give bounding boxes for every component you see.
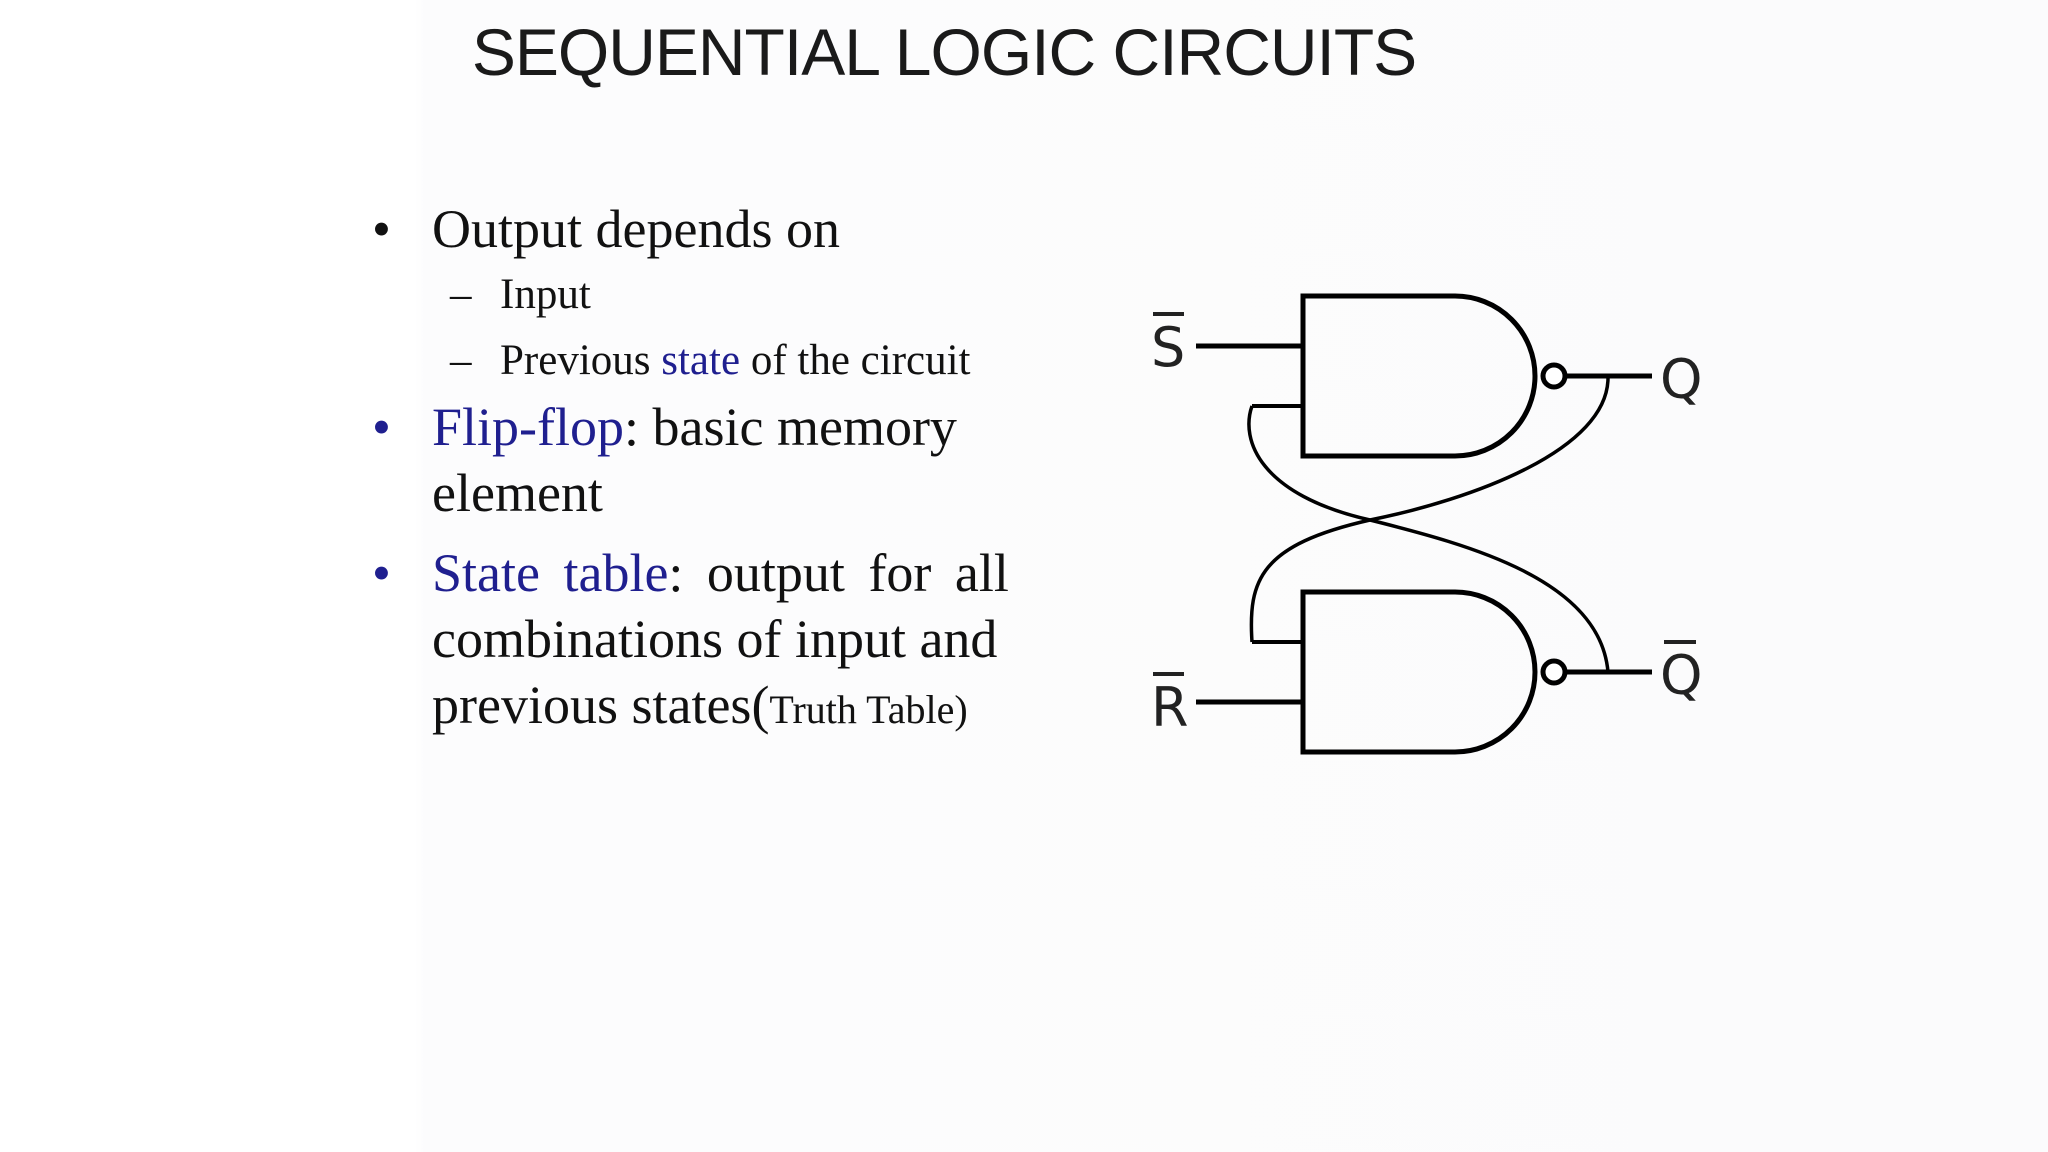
sub-bullet-text-previous: Previous (500, 337, 662, 384)
nand-gate-top (1300, 293, 1538, 459)
truth-table-note: Truth Table) (769, 687, 968, 732)
bullet-text-continued: element (432, 463, 603, 523)
label-q-bar: Q (1660, 644, 1703, 707)
bullet-text-line3: previous states( (432, 675, 770, 735)
wire-feedback-qbar-to-top (1247, 405, 1610, 673)
sub-bullet-dash: – (450, 337, 472, 384)
sub-bullet-text: Input (500, 271, 591, 318)
sub-bullet-dash: – (450, 271, 472, 318)
slide-title: SEQUENTIAL LOGIC CIRCUITS (471, 15, 1417, 89)
bullet-state-table: • State table: output for all combinatio… (360, 540, 1020, 743)
nand-gate-bottom (1300, 589, 1538, 755)
sub-bullet-text-circuit: of the circuit (750, 337, 971, 384)
label-q: Q (1660, 348, 1703, 411)
inverter-bubble-top (1540, 362, 1568, 390)
sr-latch-diagram: S R Q Q (1151, 293, 1703, 755)
bullet-output-depends: • Output depends on (360, 196, 1020, 262)
bullet-dot: • (372, 397, 391, 457)
bullet-dot: • (372, 199, 391, 259)
bullet-text: Output depends on (432, 199, 840, 259)
label-s-bar: S (1151, 316, 1185, 379)
bullet-dot: • (372, 543, 391, 603)
term-flip-flop: Flip-flop (432, 397, 625, 457)
bullet-list: • Output depends on – Input – Previous s… (360, 196, 1020, 743)
sub-bullet-input: – Input (360, 262, 1020, 328)
bullet-flip-flop: • Flip-flop: basic memory element (360, 394, 1020, 526)
term-state-table: State table (432, 543, 669, 603)
bullet-text-line2: combinations of input and (432, 609, 998, 669)
sub-bullet-previous-state: – Previous state of the circuit (360, 328, 1020, 394)
bullet-text: : output for all (668, 543, 1009, 603)
label-r-bar: R (1151, 676, 1189, 739)
wire-feedback-q-to-bottom (1249, 375, 1610, 643)
inverter-bubble-bottom (1540, 658, 1568, 686)
bullet-text: : basic memory (624, 397, 957, 457)
sub-bullet-term-state: state (661, 337, 741, 384)
